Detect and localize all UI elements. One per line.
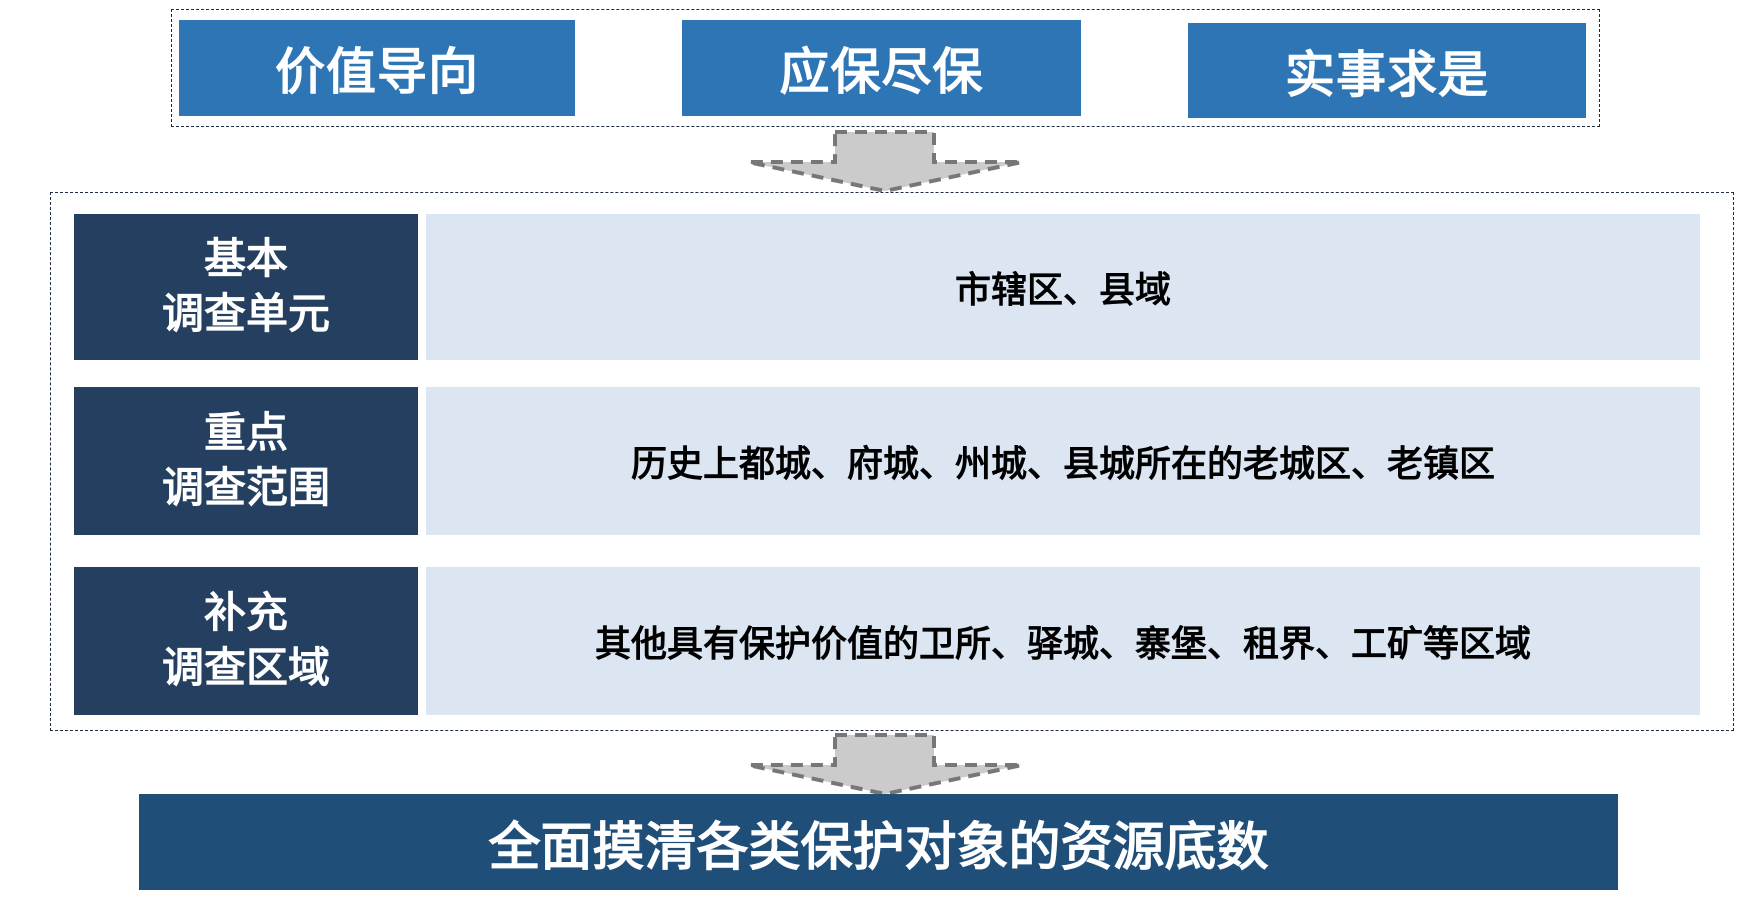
row-content-key: 历史上都城、府城、州城、县城所在的老城区、老镇区 — [426, 387, 1700, 535]
label-line2: 调查单元 — [161, 289, 330, 338]
principles-group — [171, 9, 1600, 127]
row-content-supplementary: 其他具有保护价值的卫所、驿城、寨堡、租界、工矿等区域 — [426, 567, 1700, 715]
survey-scope-group — [50, 192, 1734, 731]
principle-value-oriented: 价值导向 — [179, 20, 575, 116]
label-line2: 调查区域 — [161, 643, 330, 692]
principle-protect-all: 应保尽保 — [682, 20, 1081, 116]
row-label-supplementary: 补充调查区域 — [74, 567, 418, 715]
label-line2: 调查范围 — [161, 463, 330, 512]
label-line1: 基本 — [203, 234, 288, 284]
row-label-basic: 基本调查单元 — [74, 214, 418, 360]
row-label-key: 重点调查范围 — [74, 387, 418, 535]
conclusion-banner: 全面摸清各类保护对象的资源底数 — [139, 794, 1618, 890]
label-line1: 补充 — [203, 588, 288, 638]
row-content-basic: 市辖区、县域 — [426, 214, 1700, 360]
principle-seek-truth: 实事求是 — [1188, 23, 1586, 118]
label-line1: 重点 — [203, 408, 288, 458]
